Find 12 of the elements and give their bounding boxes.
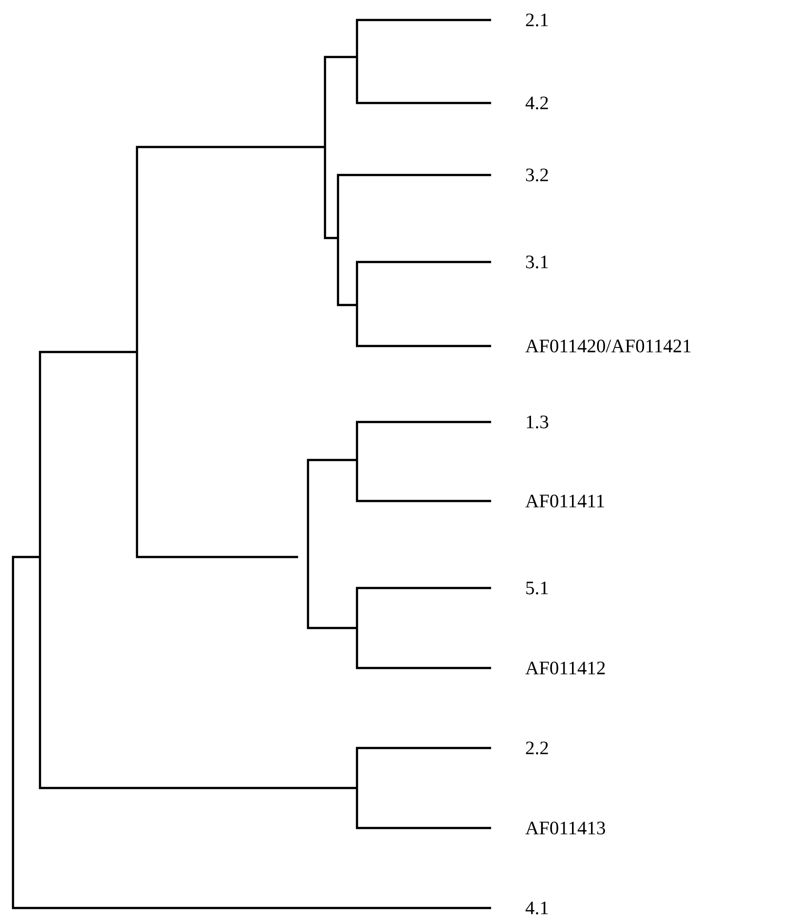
leaf-label: 4.1 bbox=[526, 902, 548, 914]
leaf-label: 5.1 bbox=[526, 582, 548, 594]
leaf-label: 2.1 bbox=[526, 14, 548, 26]
leaf-label: 2.2 bbox=[526, 742, 548, 754]
leaf-label: 1.3 bbox=[526, 416, 548, 428]
leaf-label: AF011413 bbox=[525, 822, 606, 834]
leaf-label: AF011412 bbox=[525, 662, 605, 674]
leaf-label: 3.2 bbox=[526, 168, 548, 182]
leaf-label: 4.2 bbox=[526, 96, 548, 110]
leaf-label: AF011420/AF011421 bbox=[525, 340, 690, 352]
leaf-label: 3.1 bbox=[526, 256, 548, 268]
leaf-label: AF011411 bbox=[525, 494, 604, 508]
